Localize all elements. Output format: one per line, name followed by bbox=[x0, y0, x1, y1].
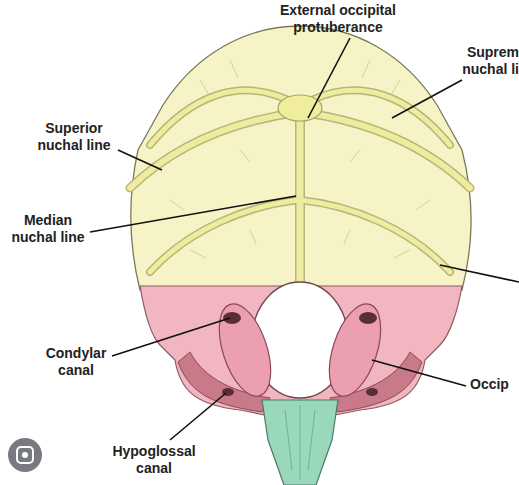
part-label: External occipital protuberance bbox=[268, 2, 408, 36]
superior-nuchal-line-right bbox=[300, 112, 470, 188]
median-nuchal-line bbox=[297, 112, 304, 288]
inferior-nuchal-line-left bbox=[150, 200, 300, 272]
part-label: Condylar canal bbox=[36, 345, 116, 379]
leader-line bbox=[308, 38, 350, 118]
occipital-condyle-left bbox=[209, 298, 281, 403]
inferior-nuchal-line-right bbox=[300, 200, 450, 272]
superior-nuchal-line-left bbox=[130, 112, 300, 188]
lens-badge bbox=[8, 438, 42, 472]
hypoglossal-canal-right bbox=[366, 388, 378, 396]
part-label: Suprem nuchal li bbox=[455, 44, 519, 78]
leader-lines bbox=[90, 38, 519, 440]
occipital-condyle-right bbox=[319, 298, 391, 403]
inferior-nuchal-line-right bbox=[300, 200, 450, 272]
part-label: Median nuchal line bbox=[2, 212, 94, 246]
basilar-part bbox=[262, 400, 338, 485]
condylar-canal-right bbox=[359, 312, 377, 324]
external-occipital-protuberance bbox=[278, 95, 322, 121]
leader-line bbox=[440, 265, 519, 282]
lens-icon-dot bbox=[22, 452, 28, 458]
leader-line bbox=[170, 393, 226, 440]
leader-line bbox=[118, 150, 162, 170]
leader-line bbox=[372, 360, 466, 386]
leader-line bbox=[90, 196, 296, 232]
part-label: Occip bbox=[470, 376, 519, 393]
nuchal-line-fills bbox=[130, 90, 470, 288]
leader-line bbox=[112, 318, 230, 356]
lens-icon bbox=[17, 447, 33, 463]
condylar-canal-left bbox=[223, 312, 241, 324]
superior-nuchal-line-left bbox=[130, 112, 300, 188]
part-label: Hypoglossal canal bbox=[102, 443, 206, 477]
inferior-nuchal-line-left bbox=[150, 200, 300, 272]
squamous-part bbox=[131, 26, 471, 290]
part-label: Superior nuchal line bbox=[28, 120, 120, 154]
nuchal-line-outlines bbox=[130, 90, 470, 288]
basilar-texture bbox=[285, 405, 315, 480]
leader-line bbox=[392, 80, 462, 118]
superior-nuchal-line-right bbox=[300, 112, 470, 188]
median-nuchal-line bbox=[295, 112, 305, 288]
